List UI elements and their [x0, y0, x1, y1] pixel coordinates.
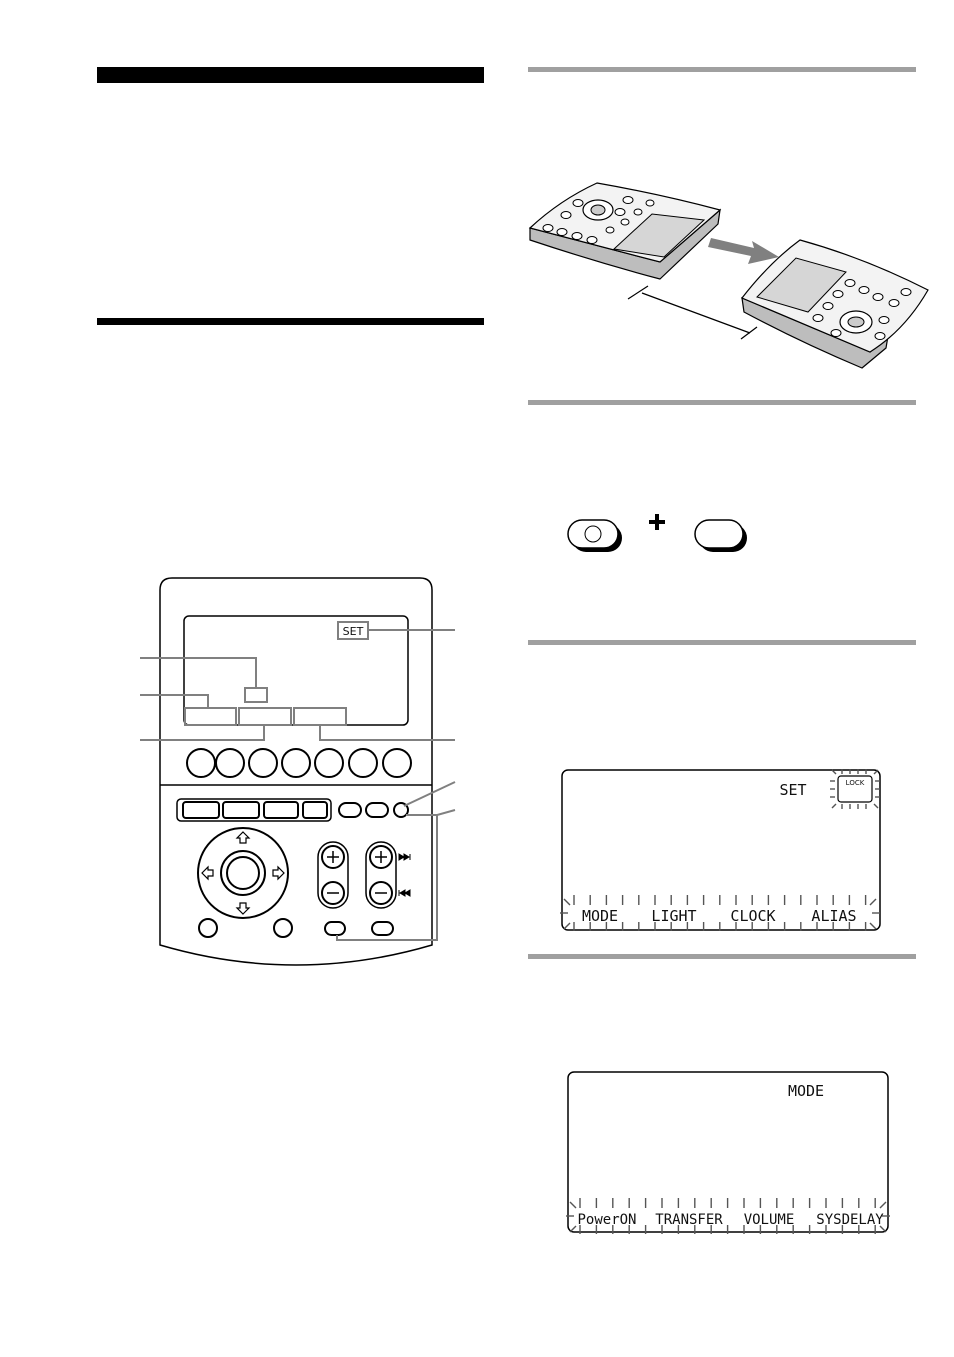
- oval-button-icon: [694, 519, 744, 549]
- round-button[interactable]: [248, 748, 278, 778]
- arrow-left-icon: [201, 865, 214, 881]
- flash-marks: [830, 769, 880, 809]
- lcd-indicator: MODE: [788, 1082, 824, 1100]
- remote-diagram: SET: [140, 577, 456, 966]
- flash-tick: [569, 1201, 577, 1209]
- round-button[interactable]: [348, 748, 378, 778]
- softkey-label-poweron[interactable]: PowerON: [577, 1212, 636, 1228]
- set-indicator: SET: [343, 625, 364, 638]
- step-rule-2: [528, 400, 916, 405]
- flash-marks: [560, 895, 880, 931]
- flash-tick: [563, 922, 571, 930]
- flash-tick: [831, 803, 837, 809]
- softkey-label-volume[interactable]: VOLUME: [744, 1212, 795, 1228]
- plus-icon: [327, 851, 339, 863]
- flash-tick: [831, 769, 837, 775]
- lock-indicator-box: [837, 775, 873, 803]
- skip-forward-icon: [398, 853, 411, 861]
- lcd-indicator: SET: [779, 781, 806, 799]
- lcd-mode-menu: MODE PowerON TRANSFER VOLUME SYSDELAY: [566, 1071, 890, 1234]
- round-button[interactable]: [215, 748, 245, 778]
- dpad[interactable]: [197, 827, 289, 919]
- softkey-label-light[interactable]: LIGHT: [651, 907, 696, 925]
- commander-off-button[interactable]: [324, 921, 346, 936]
- flash-tick: [563, 898, 571, 906]
- transfer-diagram: [528, 182, 929, 369]
- flash-tick: [869, 898, 877, 906]
- flash-tick: [879, 1225, 887, 1233]
- key-combo: [567, 514, 747, 552]
- step-rule-4: [528, 954, 916, 959]
- heading-bar-middle: [97, 318, 484, 325]
- arrow-right-icon: [272, 865, 285, 881]
- pill-button[interactable]: [365, 802, 389, 818]
- round-button[interactable]: [198, 918, 218, 938]
- flash-tick: [869, 922, 877, 930]
- mode-button[interactable]: [182, 801, 220, 819]
- callout-line: [319, 725, 455, 741]
- plus-icon: [649, 514, 665, 530]
- distance-indicator: [627, 285, 758, 340]
- screen-indicator-box: [244, 687, 268, 703]
- softkey-box-3: [293, 707, 347, 726]
- arrow-down-icon: [235, 902, 251, 915]
- callout-line: [140, 725, 265, 741]
- arrow-up-icon: [235, 831, 251, 844]
- remote-control-icon: [528, 182, 722, 280]
- lcd-frame: [561, 769, 881, 931]
- lock-indicator: LOCK: [846, 779, 865, 787]
- skip-rocker: [365, 841, 397, 909]
- flash-tick: [569, 1225, 577, 1233]
- plus-icon: [375, 851, 387, 863]
- softkey-label-sysdelay[interactable]: SYSDELAY: [816, 1212, 884, 1228]
- pill-button[interactable]: [338, 802, 362, 818]
- flash-tick: [879, 1201, 887, 1209]
- round-button[interactable]: [273, 918, 293, 938]
- round-button[interactable]: [186, 748, 216, 778]
- softkey-box-2: [238, 707, 292, 726]
- round-button[interactable]: [314, 748, 344, 778]
- pill-button[interactable]: [371, 921, 394, 936]
- softkey-label-mode[interactable]: MODE: [582, 907, 618, 925]
- softkey-label-alias[interactable]: ALIAS: [811, 907, 856, 925]
- flash-tick: [873, 803, 879, 809]
- mode-button[interactable]: [302, 801, 328, 819]
- callout-line: [336, 809, 456, 941]
- mode-button-group: [176, 798, 332, 822]
- volume-rocker: [317, 841, 349, 909]
- mode-button[interactable]: [222, 801, 260, 819]
- softkey-label-transfer[interactable]: TRANSFER: [655, 1212, 723, 1228]
- skip-back-icon: [398, 889, 411, 897]
- remote-control-icon: [741, 239, 929, 369]
- transfer-arrow-icon: [708, 238, 779, 264]
- mode-button[interactable]: [263, 801, 299, 819]
- remote-body: [159, 577, 433, 966]
- callout-line: [140, 694, 209, 708]
- callout-line: [140, 657, 257, 688]
- button-dot: [584, 525, 602, 543]
- softkey-box-1: [184, 707, 237, 726]
- round-button[interactable]: [382, 748, 412, 778]
- step-rule-1: [528, 67, 916, 72]
- lcd-set-menu: SET LOCK MODE LIGHT CLOCK ALIAS: [560, 769, 881, 931]
- round-button[interactable]: [281, 748, 311, 778]
- softkey-button-row: [186, 748, 412, 778]
- heading-bar-top: [97, 67, 484, 83]
- flash-marks: [566, 1198, 890, 1234]
- callout-line: [403, 781, 456, 807]
- step-rule-3: [528, 640, 916, 645]
- softkey-label-clock[interactable]: CLOCK: [730, 907, 775, 925]
- flash-tick: [873, 769, 879, 775]
